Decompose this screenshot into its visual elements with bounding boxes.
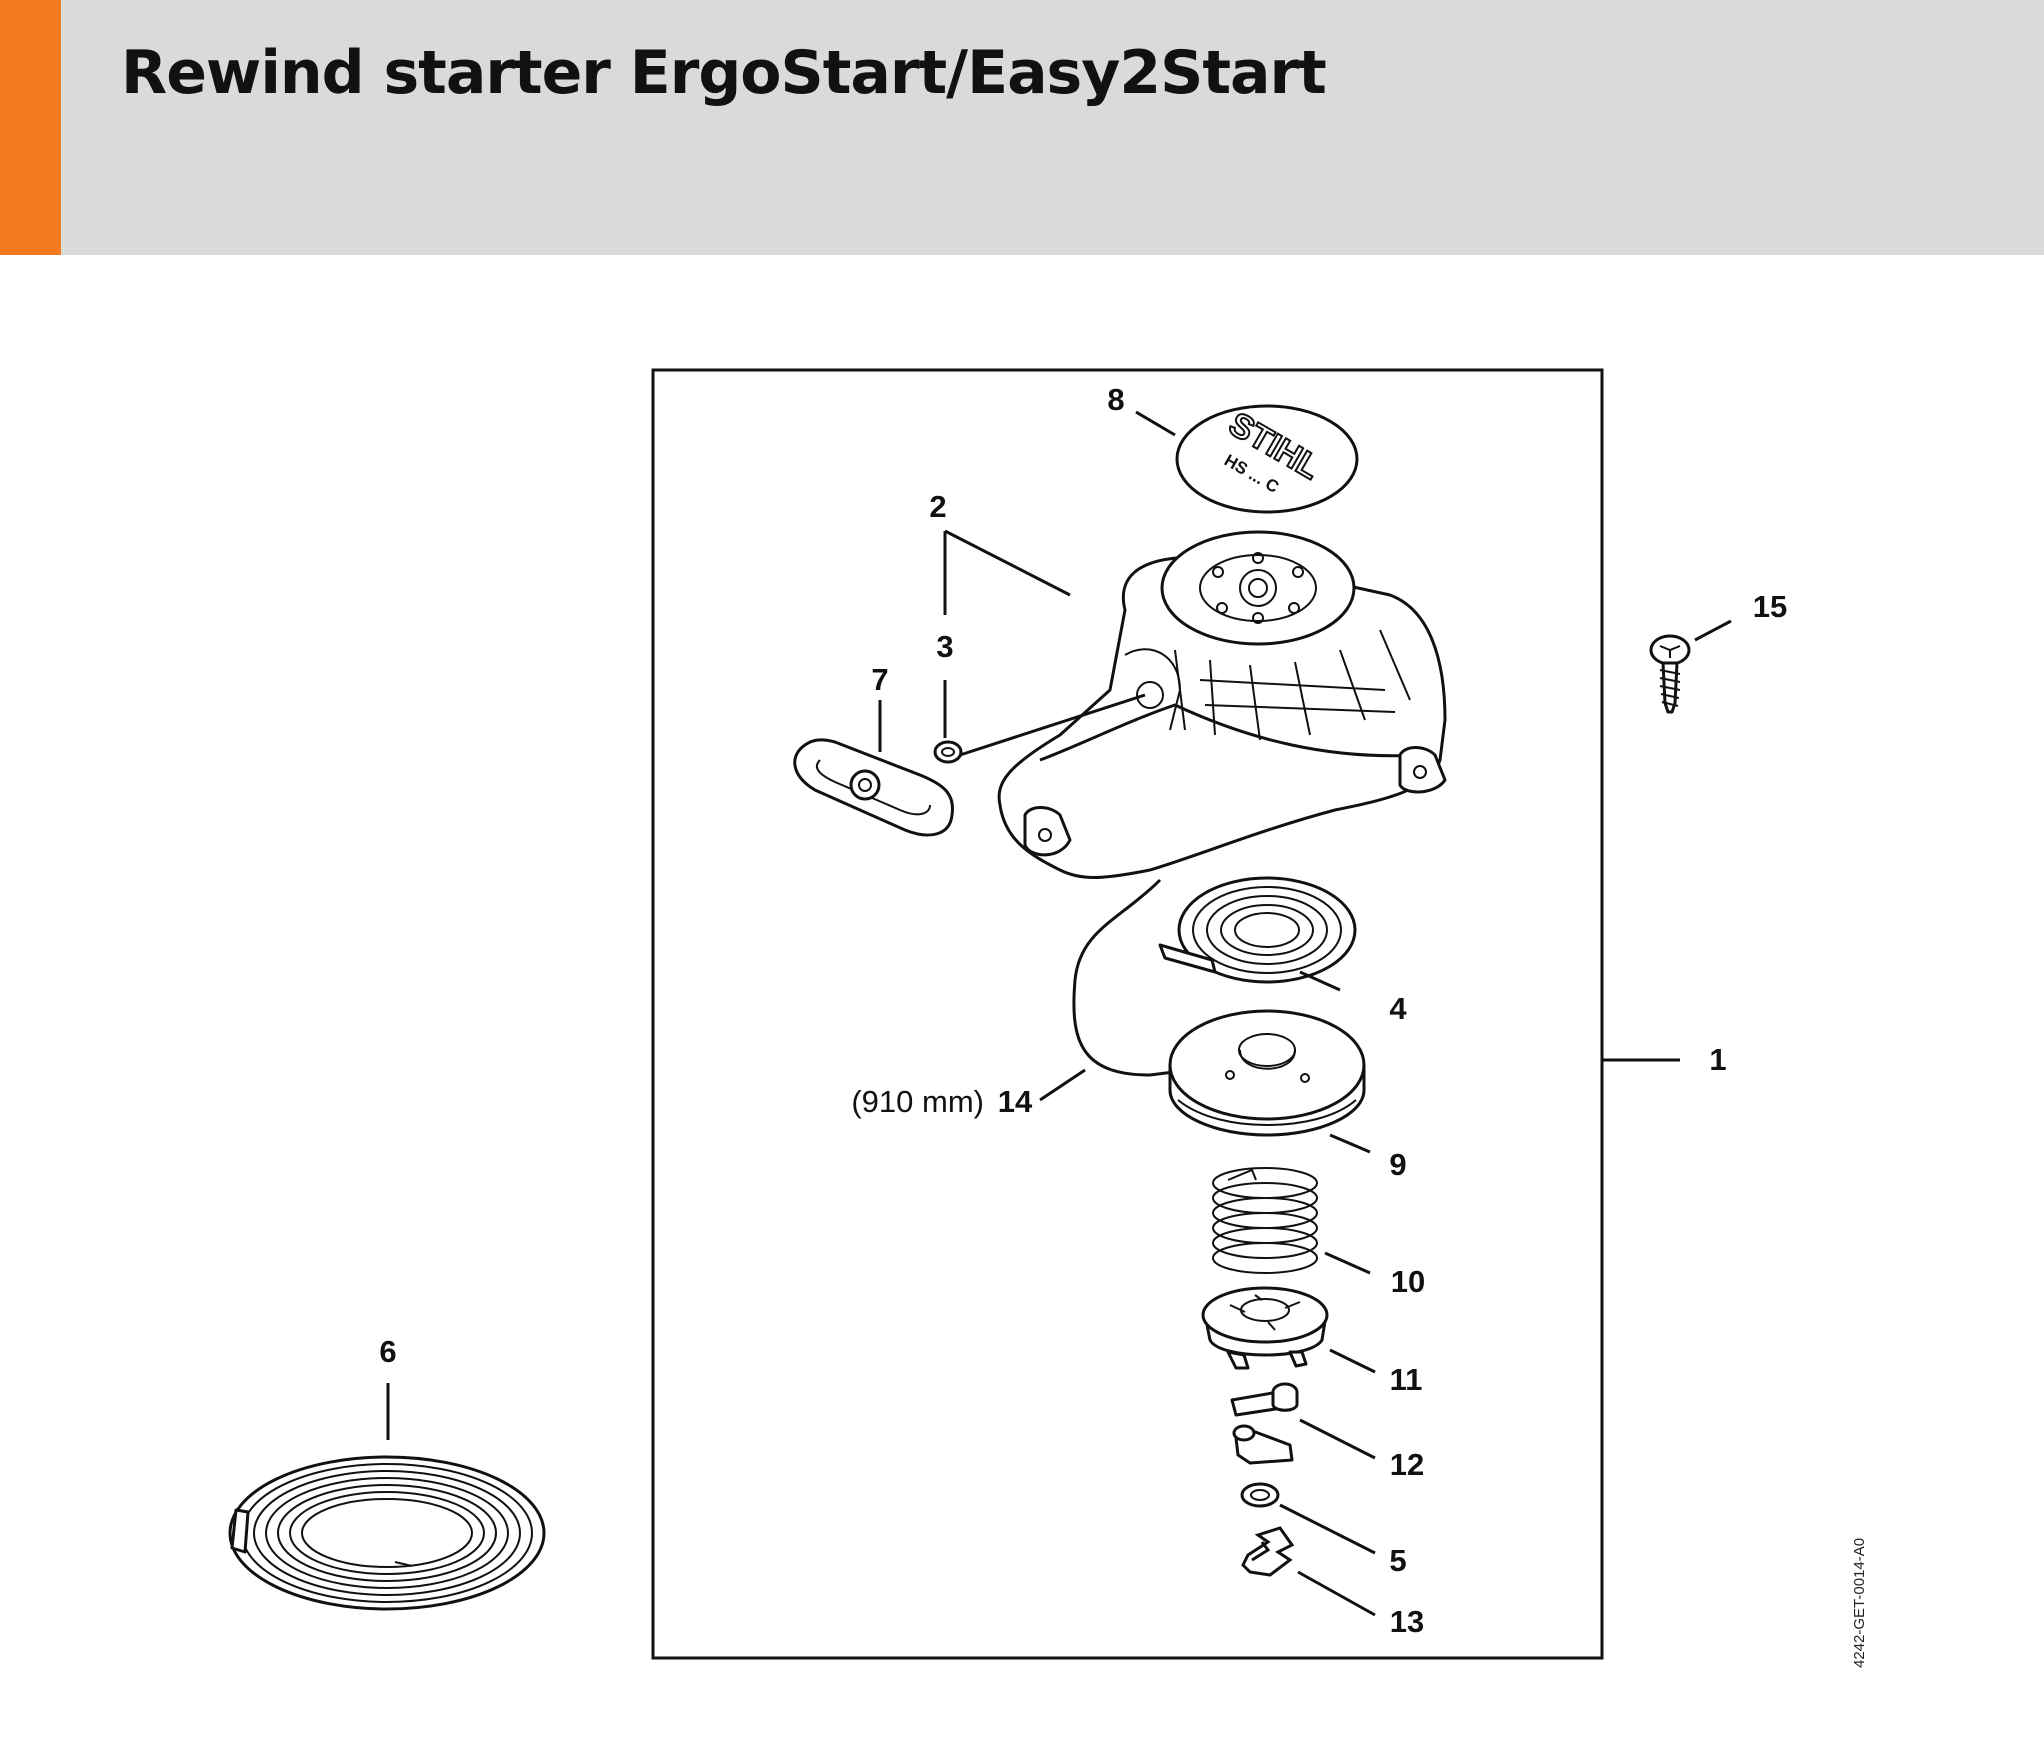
part-pawl-carrier [1201, 1286, 1329, 1370]
callout-15: 15 [1753, 589, 1787, 624]
part-spring-clip [1241, 1526, 1295, 1577]
part-rewind-spring-spare [228, 1455, 546, 1611]
part-screw [1649, 634, 1691, 714]
leader-lines [386, 410, 1732, 1617]
callout-14: 14 [998, 1084, 1033, 1119]
part-coil-spring [1212, 1167, 1318, 1274]
callout-3: 3 [936, 629, 953, 664]
part-starter-housing [997, 530, 1447, 879]
rope-length-note: (910 mm) [851, 1084, 984, 1119]
callout-7: 7 [871, 662, 888, 697]
callout-5: 5 [1389, 1543, 1406, 1578]
assembly-frame [651, 368, 1604, 1660]
part-rewind-spring [1158, 876, 1357, 984]
part-cover-logo: STIHL HS ... C [1175, 404, 1359, 514]
part-starter-grip [793, 738, 955, 837]
image-code: 4242-GET-0014-A0 [1851, 1538, 1868, 1668]
callout-4: 4 [1389, 991, 1407, 1026]
callout-13: 13 [1390, 1604, 1424, 1639]
part-rope-rotor [1168, 1009, 1366, 1137]
callout-12: 12 [1390, 1447, 1424, 1482]
part-washer [933, 740, 963, 764]
callout-8: 8 [1107, 382, 1124, 417]
callout-2: 2 [929, 489, 946, 524]
part-starter-rope [959, 693, 1191, 1077]
part-washer-small [1240, 1482, 1280, 1508]
callout-10: 10 [1391, 1264, 1425, 1299]
callout-6: 6 [379, 1334, 396, 1369]
callout-1: 1 [1709, 1042, 1726, 1077]
accent-bar [0, 0, 61, 255]
callout-11: 11 [1390, 1362, 1423, 1397]
page-title: Rewind starter ErgoStart/Easy2Start [121, 38, 1327, 108]
header-band [0, 0, 2044, 255]
callout-9: 9 [1389, 1147, 1406, 1182]
part-pawls [1230, 1382, 1299, 1465]
